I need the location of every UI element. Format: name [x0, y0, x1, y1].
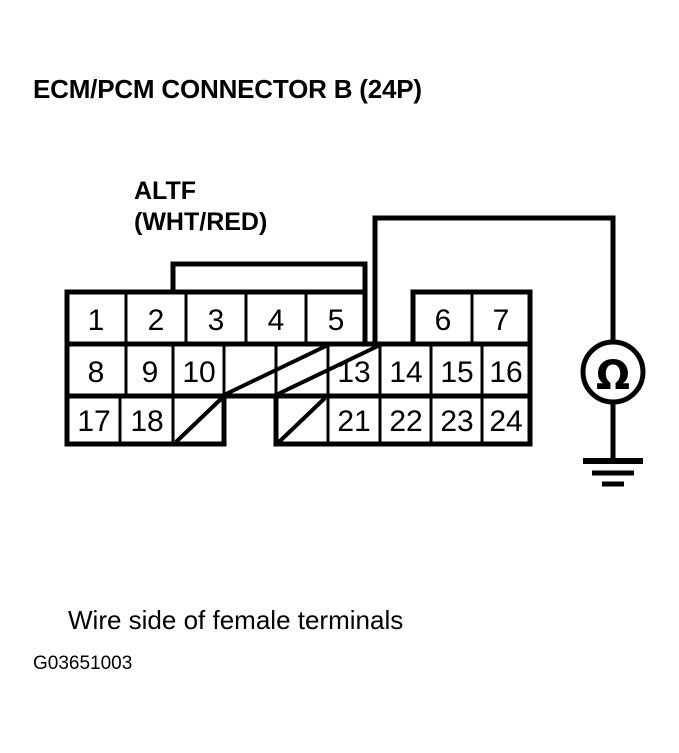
- pin-number: 18: [130, 405, 163, 438]
- pin-number: 14: [389, 356, 422, 389]
- pin-number: 23: [440, 405, 473, 438]
- figure-caption: Wire side of female terminals: [68, 605, 404, 635]
- blank-terminal-slash: [174, 396, 224, 444]
- figure-id: G03651003: [33, 653, 133, 674]
- ohm-symbol: Ω: [596, 353, 630, 399]
- pin-number: 21: [337, 405, 370, 438]
- wire-label: ALTF (WHT/RED): [134, 176, 267, 238]
- pin-number: 24: [489, 405, 522, 438]
- pin-number: 3: [208, 304, 225, 337]
- pin-number: 2: [148, 304, 165, 337]
- connector-row-3-left-block: [64, 393, 227, 447]
- wire-color-code: (WHT/RED): [134, 208, 268, 236]
- connector-row-1-left-block: [64, 289, 368, 347]
- pin-number: 13: [337, 356, 370, 389]
- connector-row-2-block: [64, 341, 533, 399]
- pin-number: 7: [493, 304, 510, 337]
- pin-number: 8: [88, 356, 105, 389]
- connector-grid: 1 2 3 4 5 6 7 8 9 10 13 14 15 16 17 18 2…: [64, 289, 533, 447]
- pin-number: 10: [182, 356, 215, 389]
- blank-terminal-slash: [225, 344, 327, 396]
- pin-number: 9: [142, 356, 159, 389]
- pin-number: 4: [268, 304, 285, 337]
- blank-terminal-slash: [277, 344, 379, 396]
- pin-number: 6: [435, 304, 452, 337]
- pin-number: 15: [440, 356, 473, 389]
- pin-number: 22: [389, 405, 422, 438]
- altf-leader-bracket: [170, 261, 368, 292]
- page-title: ECM/PCM CONNECTOR B (24P): [33, 74, 422, 104]
- connector-row-3-right-block: [273, 393, 533, 447]
- pin-number: 16: [489, 356, 522, 389]
- pin-number: 17: [77, 405, 110, 438]
- ground-icon: [583, 458, 643, 487]
- blank-terminal-slash: [277, 396, 327, 444]
- test-lead-wire: [372, 215, 616, 346]
- pin-number: 5: [328, 304, 345, 337]
- connector-row-1-right-block: [410, 289, 533, 347]
- wire-signal-name: ALTF: [134, 177, 197, 205]
- pin-number: 1: [88, 304, 105, 337]
- ohmmeter: Ω: [580, 339, 646, 461]
